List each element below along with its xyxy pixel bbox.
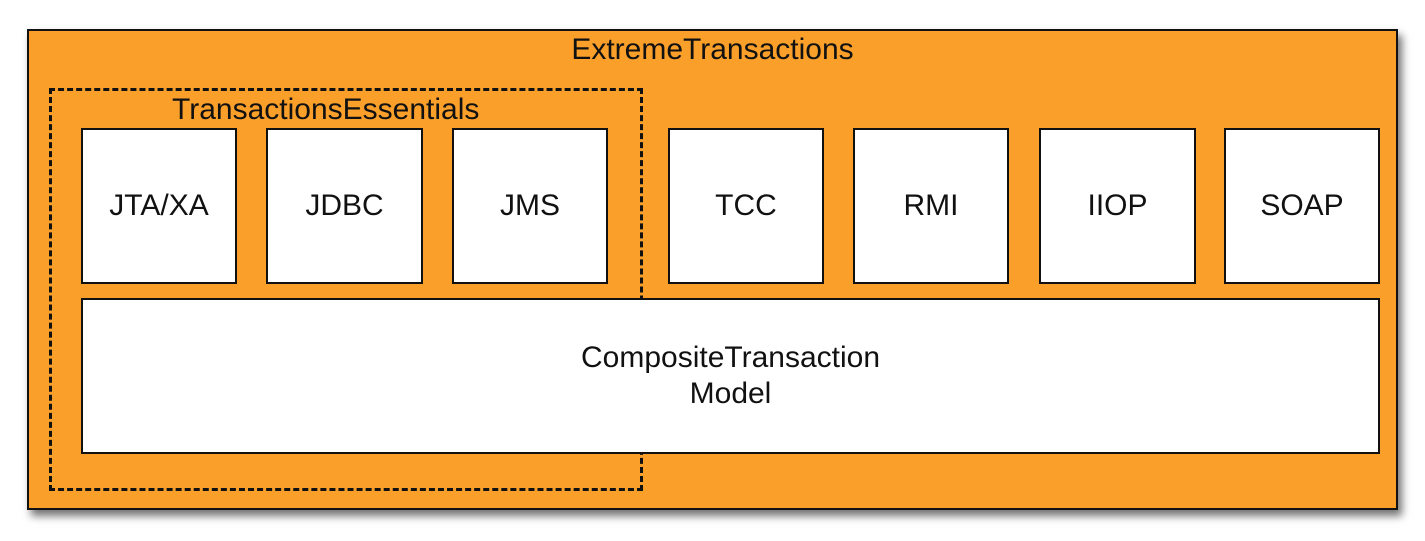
transactions-essentials-title: TransactionsEssentials: [172, 93, 480, 126]
module-tcc: TCC: [668, 128, 824, 284]
module-jms: JMS: [452, 128, 608, 284]
module-iiop: IIOP: [1039, 128, 1196, 284]
module-soap: SOAP: [1224, 128, 1380, 284]
module-jta-xa: JTA/XA: [81, 128, 237, 284]
extreme-transactions-title: ExtremeTransactions: [571, 33, 854, 66]
composite-transaction-label-line2: Model: [689, 377, 772, 410]
transactions-essentials-group: [49, 88, 643, 491]
composite-transaction-model-box: CompositeTransaction Model: [81, 298, 1380, 454]
module-jdbc: JDBC: [266, 128, 423, 284]
module-rmi: RMI: [853, 128, 1009, 284]
composite-transaction-label-line1: CompositeTransaction: [580, 341, 881, 374]
